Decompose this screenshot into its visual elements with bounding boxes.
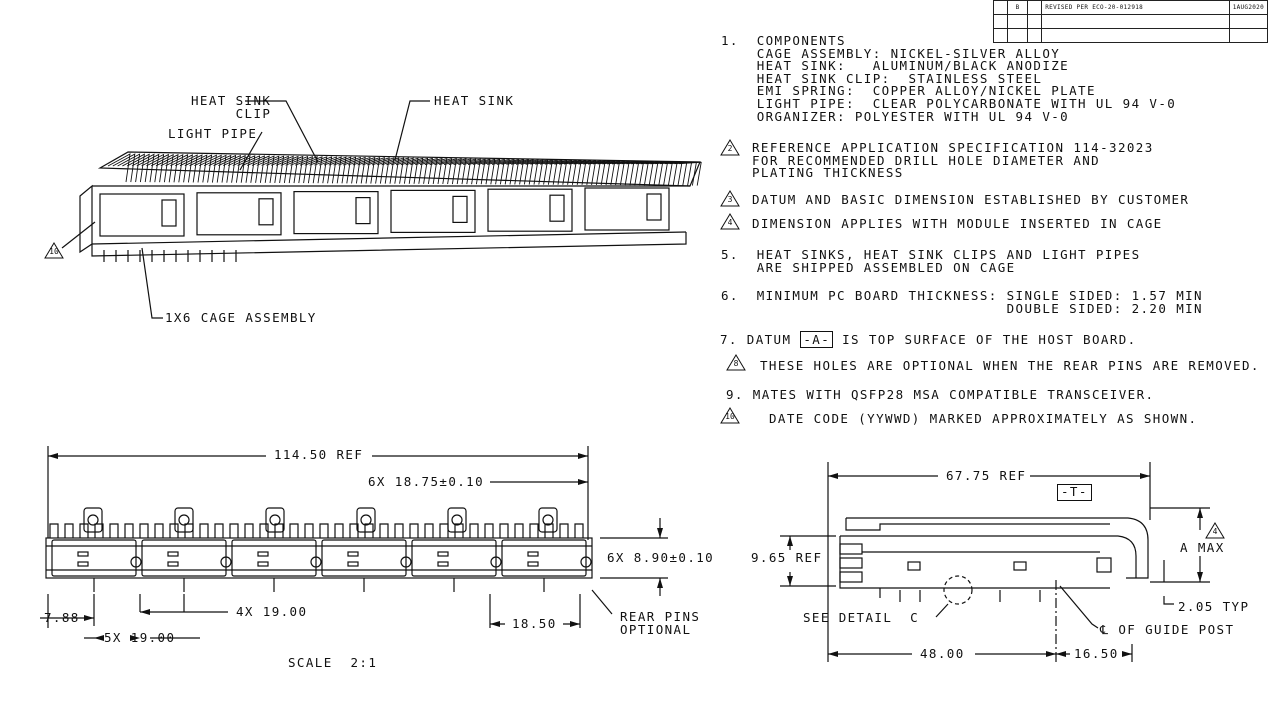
note-9: 9. MATES WITH QSFP28 MSA COMPATIBLE TRAN… bbox=[726, 387, 1155, 402]
note3-flag-icon: 3 bbox=[720, 190, 740, 207]
dim-pin-pitch-4x: 4X 19.00 bbox=[236, 604, 308, 619]
note-8: THESE HOLES ARE OPTIONAL WHEN THE REAR P… bbox=[760, 358, 1260, 373]
note8-flag-icon: 8 bbox=[726, 354, 746, 371]
isometric-cage bbox=[61, 100, 702, 319]
dim-height: 6X 8.90±0.10 bbox=[607, 550, 715, 565]
note-3: DATUM AND BASIC DIMENSION ESTABLISHED BY… bbox=[752, 192, 1190, 207]
note-10: DATE CODE (YYWWD) MARKED APPROXIMATELY A… bbox=[769, 411, 1198, 426]
dim-base: 48.00 bbox=[920, 646, 965, 661]
label-heat-sink: HEAT SINK bbox=[434, 93, 515, 108]
dim-pin-pitch-5x: 5X 19.00 bbox=[104, 630, 176, 645]
revision-block: B REVISED PER ECO-20-012918 1AUG2020 bbox=[992, 0, 1268, 43]
front-view-outline bbox=[40, 446, 668, 639]
note4-flag-icon: 4 bbox=[720, 213, 740, 230]
note10-flag-icon-b: 10 bbox=[720, 407, 740, 424]
label-see-detail: SEE DETAIL C bbox=[803, 610, 920, 625]
dim-rear-spacing: 18.50 bbox=[512, 616, 557, 631]
dim-left-offset: 7.88 bbox=[44, 610, 80, 625]
label-guide-post: ℄ OF GUIDE POST bbox=[1100, 622, 1235, 637]
label-heat-sink-clip: HEAT SINK CLIP bbox=[191, 93, 272, 121]
note-7-suffix: IS TOP SURFACE OF THE HOST BOARD. bbox=[842, 332, 1137, 347]
note-5: 5. HEAT SINKS, HEAT SINK CLIPS AND LIGHT… bbox=[721, 247, 1141, 275]
dim-side-overall: 67.75 REF bbox=[946, 468, 1027, 483]
dim-overall-ref: 114.50 REF bbox=[274, 447, 364, 462]
label-light-pipe: LIGHT PIPE bbox=[168, 126, 258, 141]
dim-pitch: 6X 18.75±0.10 bbox=[368, 474, 485, 489]
note2-flag-icon: 2 bbox=[720, 139, 740, 156]
note-4: DIMENSION APPLIES WITH MODULE INSERTED I… bbox=[752, 216, 1163, 231]
dim-typ: 2.05 TYP bbox=[1178, 599, 1250, 614]
note10-flag-icon: 10 bbox=[44, 242, 64, 259]
note-2: REFERENCE APPLICATION SPECIFICATION 114-… bbox=[752, 140, 1154, 181]
a-max-flag-icon: 4 bbox=[1205, 522, 1225, 539]
datum-a-box: -A- bbox=[800, 331, 834, 348]
note-7: 7. DATUM -A- IS TOP SURFACE OF THE HOST … bbox=[720, 331, 1137, 348]
label-cage-assembly: 1X6 CAGE ASSEMBLY bbox=[165, 310, 317, 325]
side-view-outline bbox=[780, 462, 1210, 662]
note-7-prefix: 7. DATUM bbox=[720, 332, 792, 347]
datum-t-box: -T- bbox=[1057, 484, 1092, 501]
dim-post-offset: 16.50 bbox=[1074, 646, 1119, 661]
note-1-components: 1. COMPONENTS CAGE ASSEMBLY: NICKEL-SILV… bbox=[721, 33, 1177, 124]
dim-a-max: A MAX bbox=[1180, 540, 1225, 555]
label-scale: SCALE 2:1 bbox=[288, 655, 378, 670]
note-6: 6. MINIMUM PC BOARD THICKNESS: SINGLE SI… bbox=[721, 288, 1203, 316]
label-rear-pins: REAR PINS OPTIONAL bbox=[620, 609, 701, 637]
dim-height-ref: 9.65 REF bbox=[751, 550, 823, 565]
